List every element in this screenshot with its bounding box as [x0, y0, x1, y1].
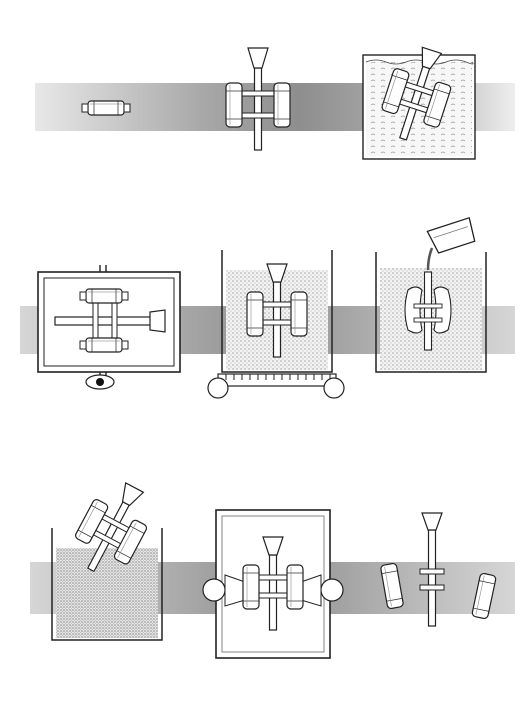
knockout-ram-right [320, 578, 344, 602]
autoclave-dewax [37, 265, 181, 390]
table-roller-right [323, 377, 345, 399]
finished-castings-separated [379, 512, 497, 627]
metal-pouring-into-mold [375, 216, 487, 373]
row-3 [30, 474, 515, 659]
single-wax-pattern [81, 100, 131, 116]
pattern-cluster-on-sprue [225, 47, 291, 151]
shell-knockout-frame [202, 509, 344, 659]
table-roller-left [207, 377, 229, 399]
row-2 [20, 216, 515, 399]
cluster-in-sand-box [51, 474, 163, 641]
ladle-icon [426, 216, 476, 254]
row-1 [35, 41, 515, 160]
slurry-tank [362, 41, 476, 160]
invested-mold-on-vibration-table [207, 250, 345, 399]
knockout-ram-left [202, 578, 226, 602]
